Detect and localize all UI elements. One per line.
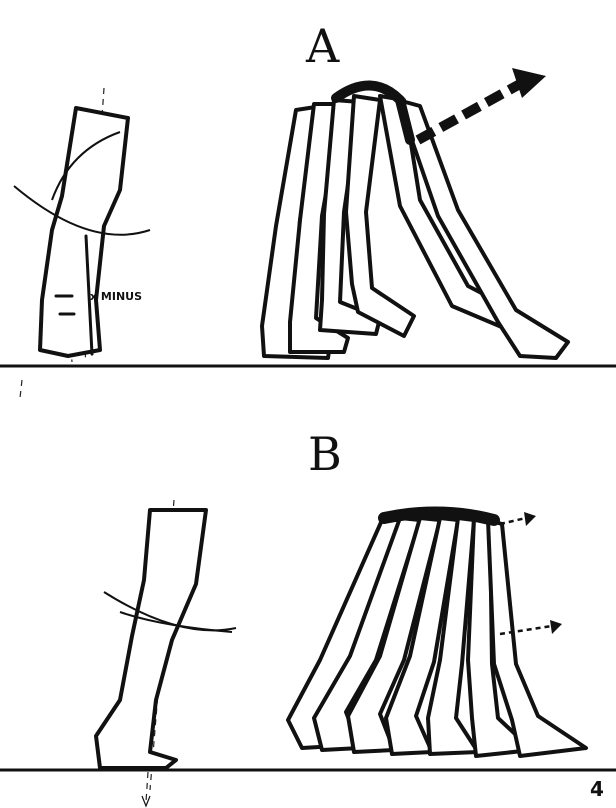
x-minus-annotation: x MINUS: [90, 290, 142, 303]
panel-a-stride-legs: [262, 68, 568, 358]
panel-b-label: B: [308, 427, 342, 481]
panel-b-stride-legs: [288, 512, 586, 756]
panel-a-label: A: [305, 19, 340, 73]
panel-a-standing-leg: x MINUS: [14, 88, 150, 398]
panel-a: A x MINUS: [0, 19, 616, 398]
page-number: 4: [590, 777, 604, 801]
panel-b-standing-leg: [96, 500, 236, 790]
panel-b: B: [0, 427, 616, 806]
